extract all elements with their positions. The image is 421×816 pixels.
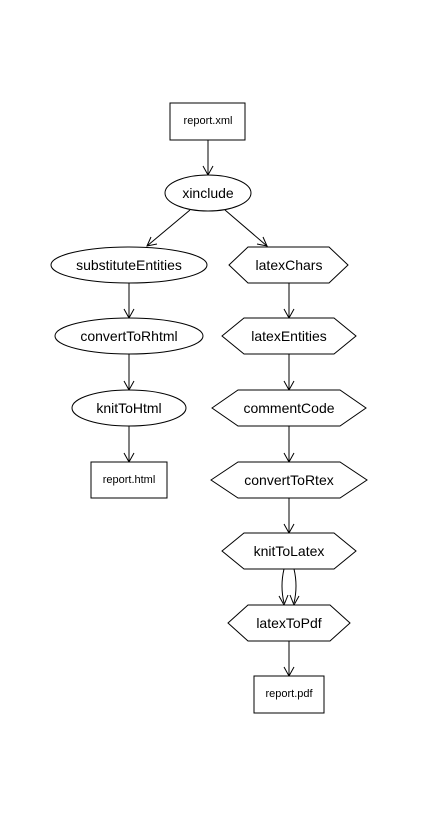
node-knit-to-html-label: knitToHtml — [96, 400, 161, 416]
node-report-xml-label: report.xml — [184, 115, 233, 127]
node-xinclude-label: xinclude — [182, 185, 234, 201]
node-convert-to-rtex-label: convertToRtex — [244, 472, 333, 488]
edge-substitute-entities-to-convert-to-rhtml — [123, 283, 135, 320]
node-report-html: report.html — [90, 461, 168, 499]
node-convert-to-rhtml: convertToRhtml — [54, 317, 204, 355]
node-comment-code-label: commentCode — [243, 400, 334, 416]
node-latex-chars: latexChars — [228, 246, 349, 284]
node-convert-to-rtex: convertToRtex — [210, 461, 368, 499]
edge-knit-to-latex-to-latex-to-pdf-right — [289, 568, 300, 607]
edge-xinclude-to-substitute-entities — [146, 209, 191, 247]
node-comment-code: commentCode — [211, 389, 367, 427]
node-substitute-entities: substituteEntities — [50, 246, 208, 284]
node-latex-entities-label: latexEntities — [251, 328, 326, 344]
edge-knit-to-html-to-report-html — [123, 426, 135, 464]
edge-report-xml-to-xinclude — [202, 140, 214, 177]
node-xinclude: xinclude — [164, 174, 252, 212]
node-knit-to-latex-label: knitToLatex — [254, 543, 325, 559]
node-knit-to-latex: knitToLatex — [221, 532, 357, 570]
node-report-html-label: report.html — [103, 474, 156, 486]
node-convert-to-rhtml-label: convertToRhtml — [80, 328, 177, 344]
node-latex-entities: latexEntities — [221, 317, 357, 355]
edge-latex-to-pdf-to-report-pdf — [283, 641, 295, 678]
node-latex-to-pdf-label: latexToPdf — [256, 615, 321, 631]
nodes: report.xml xinclude substituteEntities c… — [50, 102, 368, 714]
edge-comment-code-to-convert-to-rtex — [283, 426, 295, 464]
node-latex-to-pdf: latexToPdf — [227, 604, 351, 642]
edge-xinclude-to-latex-chars — [224, 209, 268, 247]
node-report-pdf-label: report.pdf — [265, 688, 313, 700]
edge-latex-entities-to-comment-code — [283, 354, 295, 392]
node-report-pdf: report.pdf — [253, 675, 325, 714]
edge-convert-to-rhtml-to-knit-to-html — [123, 354, 135, 392]
edge-knit-to-latex-to-latex-to-pdf-left — [278, 568, 289, 607]
node-knit-to-html: knitToHtml — [71, 389, 187, 427]
edge-convert-to-rtex-to-knit-to-latex — [283, 497, 295, 535]
node-report-xml: report.xml — [169, 102, 246, 141]
edge-latex-chars-to-latex-entities — [283, 283, 295, 320]
node-latex-chars-label: latexChars — [256, 257, 323, 273]
node-substitute-entities-label: substituteEntities — [76, 257, 182, 273]
